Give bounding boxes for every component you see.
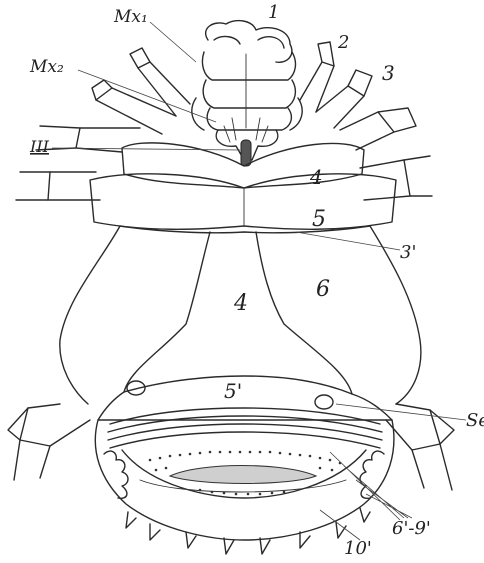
label-mx2: Mx₂	[29, 57, 64, 77]
label-5-prime: 5'	[224, 379, 242, 403]
label-III: III	[29, 137, 50, 156]
mouthparts	[192, 21, 302, 166]
pleon	[8, 226, 454, 490]
label-mx1: Mx₁	[113, 7, 148, 27]
label-2: 2	[337, 32, 349, 53]
label-6: 6	[316, 277, 330, 302]
label-se: Se	[466, 410, 484, 431]
label-1: 1	[268, 2, 279, 23]
label-3: 3	[382, 61, 395, 85]
label-6-9-prime: 6'-9'	[392, 518, 431, 539]
label-10-prime: 10'	[344, 538, 372, 559]
label-4-thoracic: 4	[309, 165, 323, 189]
label-3-prime: 3'	[400, 242, 416, 263]
label-4-pleon: 4	[233, 291, 248, 316]
label-5: 5	[312, 207, 326, 232]
leader-lines	[52, 22, 466, 540]
